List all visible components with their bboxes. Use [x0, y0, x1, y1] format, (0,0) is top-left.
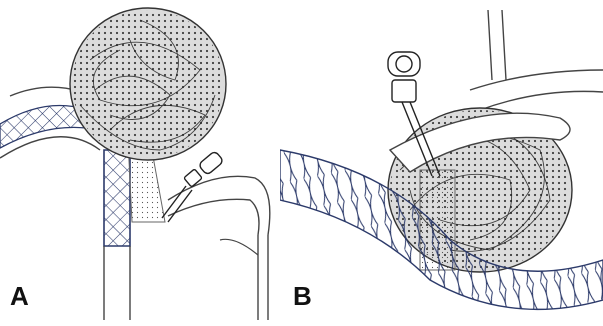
right-branch-lower: [258, 235, 268, 320]
panel-a: A: [0, 0, 300, 326]
upper-vessel-branch: [470, 70, 603, 110]
panel-b-illustration: [280, 0, 603, 326]
right-branch-sub: [220, 239, 258, 255]
panel-label-a: A: [10, 283, 29, 309]
panel-a-illustration: [0, 0, 300, 326]
vertical-stented-vessel: [104, 150, 130, 246]
upper-vessel-trunk: [488, 10, 506, 80]
aneurysm-clip: [162, 151, 224, 222]
panel-label-b: B: [293, 283, 312, 309]
panel-b: B: [280, 0, 603, 326]
coil-mass: [72, 10, 224, 158]
